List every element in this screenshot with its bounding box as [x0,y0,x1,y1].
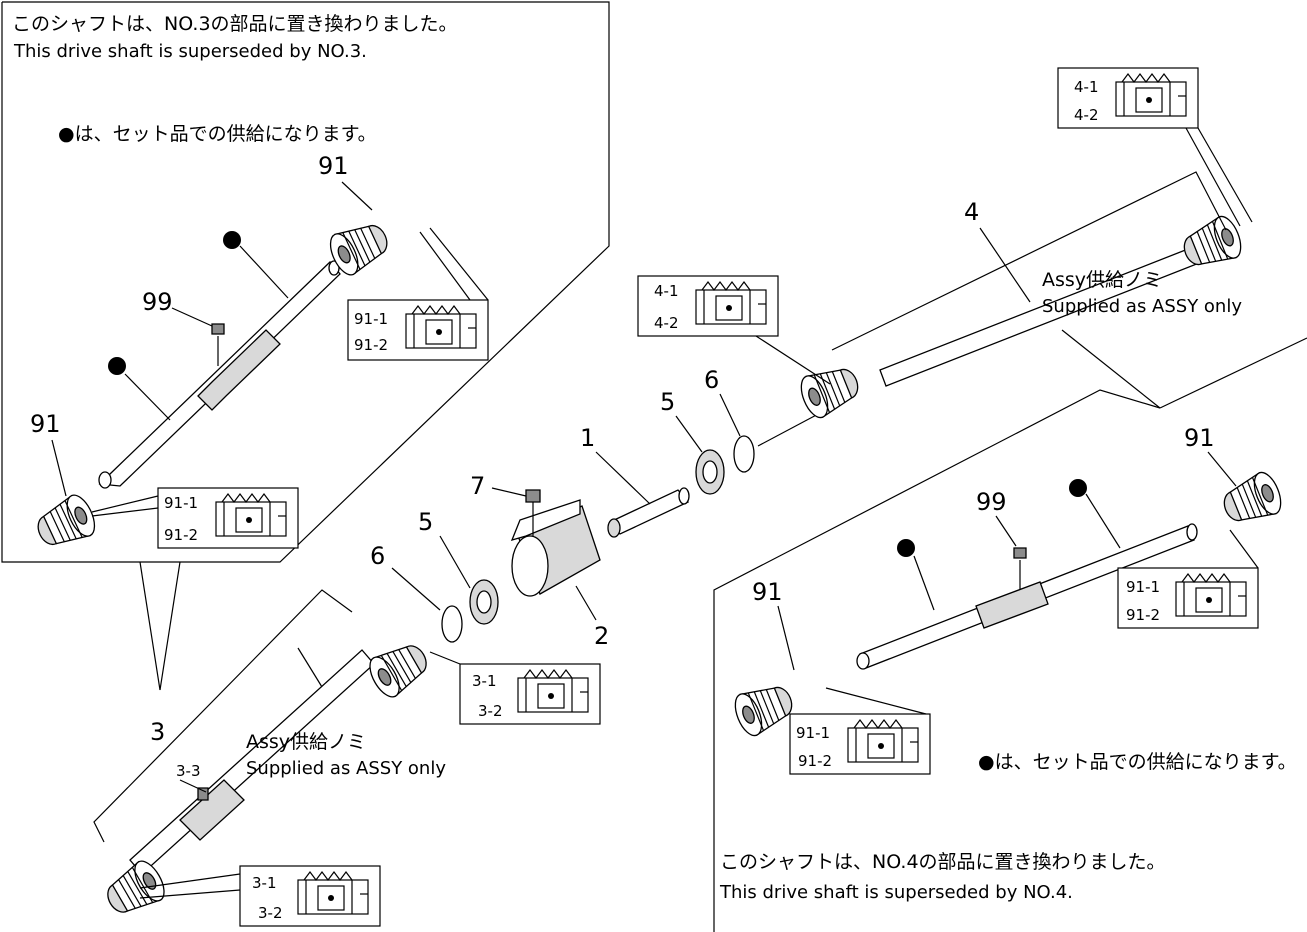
assy-note-jp: Assy供給ノミ [1042,269,1162,291]
inset-detail: 3-1 3-2 [239,865,381,927]
inset-label: 91-1 [796,724,830,742]
inset-detail: 91-1 91-2 [1117,567,1259,629]
assy-note-jp: Assy供給ノミ [246,731,366,753]
ring-6-upper [733,435,755,473]
inset-label: 3-1 [252,874,277,892]
callout-99: 99 [976,488,1007,516]
callout-91: 91 [30,410,61,438]
right-note-jp: このシャフトは、NO.4の部品に置き換わりました。 [720,851,1166,873]
inset-label: 91-1 [354,310,388,328]
inset-label: 91-1 [164,494,198,512]
set-dot-icon [897,539,915,557]
callout-3-3: 3-3 [176,762,201,780]
bolt-7 [525,489,541,536]
left-set-note: ●は、セット品での供給になります。 [58,123,377,145]
callout-91: 91 [1184,424,1215,452]
inset-label: 91-2 [354,336,388,354]
ring-6-lower [441,605,463,643]
inset-detail: 4-1 4-2 [637,275,779,337]
inset-detail: 91-1 91-2 [789,713,931,775]
housing-2 [510,499,601,597]
callout-4: 4 [964,198,979,226]
inset-detail: 3-1 3-2 [459,663,601,725]
callout-2: 2 [594,622,609,650]
left-drive-shaft [98,260,341,489]
inset-label: 4-1 [654,282,679,300]
left-bottom-joint [30,490,101,556]
inset-label: 4-2 [1074,106,1099,124]
callout-6: 6 [704,366,719,394]
assy-note-en: Supplied as ASSY only [246,758,446,779]
inset-label: 3-1 [472,672,497,690]
callout-5: 5 [660,388,675,416]
callout-1: 1 [580,424,595,452]
callout-91: 91 [318,152,349,180]
set-dot-icon [108,357,126,375]
left-note-en: This drive shaft is superseded by NO.3. [13,41,367,62]
callout-7: 7 [470,472,485,500]
callout-5: 5 [418,508,433,536]
callout-6: 6 [370,542,385,570]
inset-label: 91-2 [1126,606,1160,624]
joint-3-top [363,634,436,703]
callout-99: 99 [142,288,173,316]
right-note-en: This drive shaft is superseded by NO.4. [719,882,1073,903]
right-left-joint [729,676,800,740]
inset-detail: 91-1 91-2 [157,487,299,549]
right-set-note: ●は、セット品での供給になります。 [978,751,1297,773]
assy-note-en: Supplied as ASSY only [1042,296,1242,317]
bearing-5-upper [695,449,725,495]
callout-3: 3 [150,718,165,746]
callout-91: 91 [752,578,783,606]
joint-3-bottom [98,855,171,924]
bearing-5-lower [469,579,499,625]
right-panel-border [713,389,1161,932]
inset-label: 3-2 [258,904,283,922]
inset-label: 4-1 [1074,78,1099,96]
right-right-joint [1216,468,1287,532]
inset-label: 91-1 [1126,578,1160,596]
inset-detail: 4-1 4-2 [1057,67,1199,129]
right-drive-shaft [856,523,1198,670]
shaft-1 [607,487,690,538]
left-note-jp: このシャフトは、NO.3の部品に置き換わりました。 [12,13,458,35]
inset-label: 91-2 [798,752,832,770]
inset-label: 3-2 [478,702,503,720]
inset-label: 4-2 [654,314,679,332]
left-panel-border [1,1,610,563]
inset-detail: 91-1 91-2 [347,299,489,361]
set-dot-icon [223,231,241,249]
inset-label: 91-2 [164,526,198,544]
set-dot-icon [1069,479,1087,497]
